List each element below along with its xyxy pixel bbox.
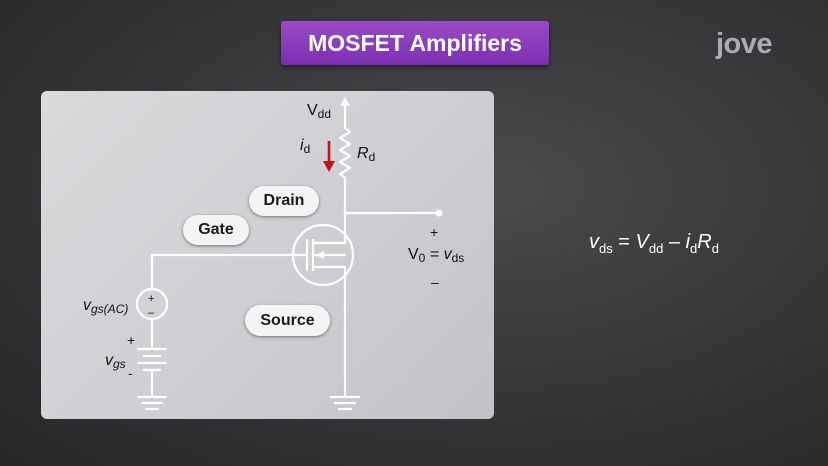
- ac-source-label: vgs(AC): [83, 297, 128, 316]
- gate-wire: [150, 253, 309, 291]
- dc-source-minus: -: [128, 365, 133, 381]
- drain-label: Drain: [249, 186, 319, 216]
- gate-label: Gate: [183, 215, 249, 245]
- supply-label: Vdd: [307, 102, 331, 121]
- dc-source-plus: +: [127, 332, 135, 348]
- supply-arrowhead: [340, 97, 350, 106]
- dc-source-label: vgs: [105, 352, 126, 371]
- jove-logo: jove: [716, 28, 773, 60]
- title-text: MOSFET Amplifiers: [308, 29, 522, 56]
- source-label: Source: [245, 305, 330, 336]
- mosfet-drain-lead: [311, 230, 347, 245]
- mosfet-arrow: [316, 251, 324, 259]
- ac-source-plus: +: [148, 293, 154, 305]
- vds-equation: vds = Vdd – idRd: [589, 231, 719, 256]
- mosfet-source-lead: [311, 265, 347, 278]
- resistor-label: Rd: [357, 145, 375, 164]
- current-label: id: [300, 137, 310, 156]
- output-terminal: [435, 209, 443, 217]
- current-arrowhead: [323, 161, 335, 172]
- ac-source-minus: –: [148, 307, 155, 319]
- output-plus: +: [430, 224, 438, 240]
- resistor-symbol: [338, 118, 352, 215]
- output-voltage-label: V0 = vds: [408, 246, 464, 265]
- title-banner: MOSFET Amplifiers: [281, 21, 549, 65]
- output-minus: –: [431, 274, 439, 290]
